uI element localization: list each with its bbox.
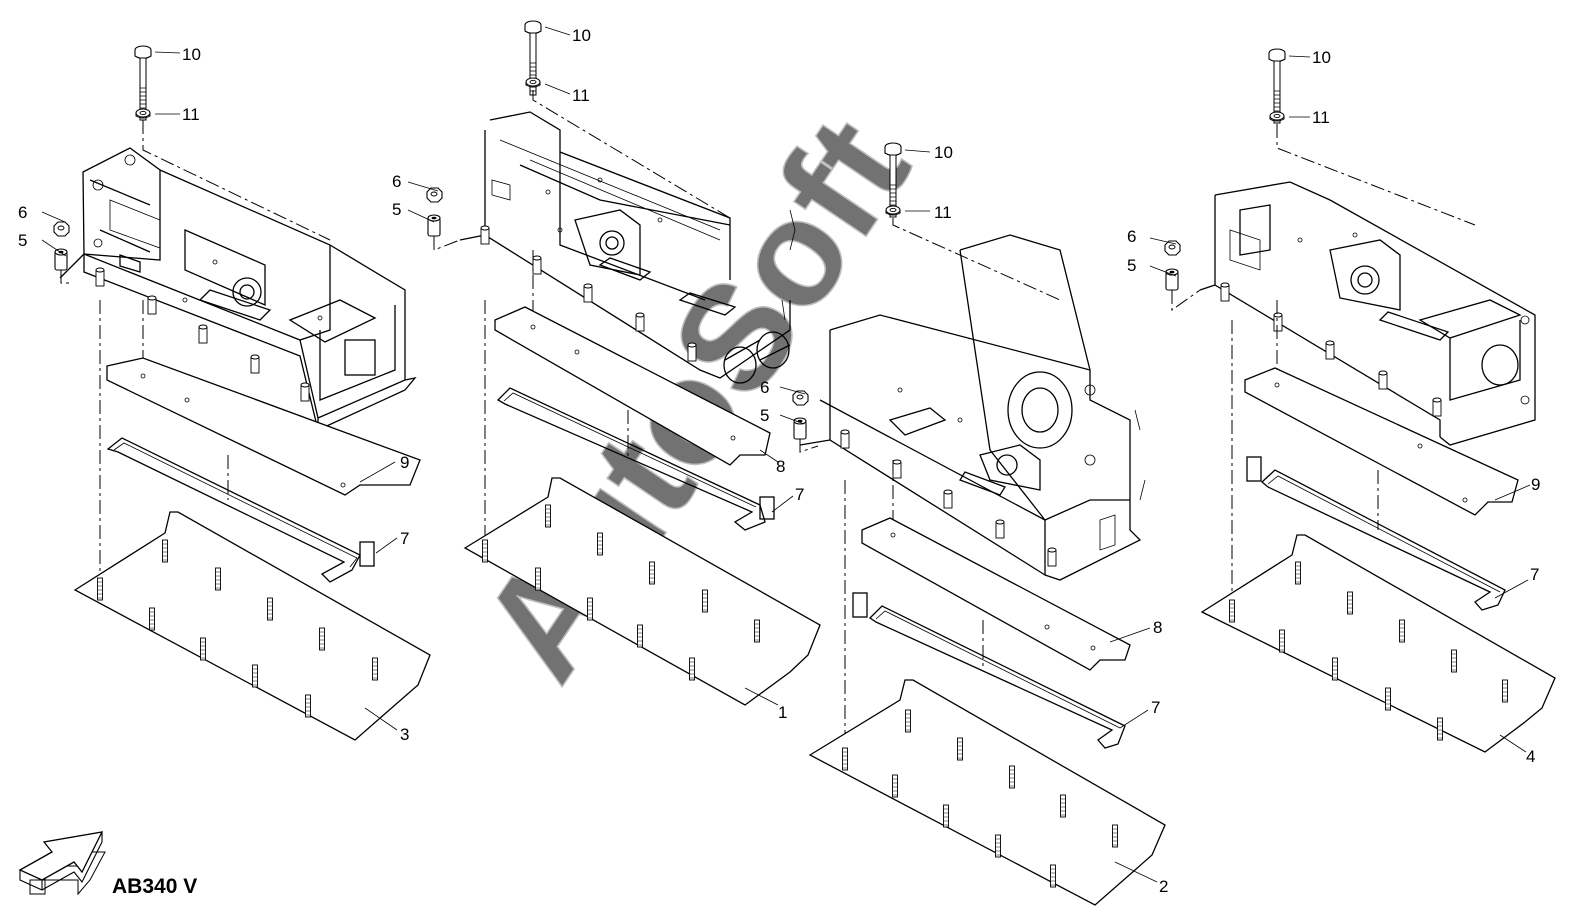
callout-10: 10 [572,26,591,45]
tamper-plate-3 [73,511,431,741]
washer-icon [525,77,541,88]
gasket-8-right [861,517,1131,671]
assembly-right-plate-4: 10 11 6 5 9 7 4 [1127,48,1556,766]
nut-icon [53,221,70,237]
model-label: AB340 V [112,875,197,898]
callout-8: 8 [776,457,785,476]
vibrator-frame-large [799,234,1146,581]
callout-7: 7 [1151,698,1160,717]
callout-2: 2 [1159,877,1168,896]
tamper-plate-4 [1200,534,1556,753]
callout-10: 10 [934,143,953,162]
gasket-8-center [494,306,771,466]
washer-icon [135,108,151,119]
callout-10: 10 [182,45,201,64]
tamper-plate-2 [808,679,1166,906]
callout-4: 4 [1526,747,1535,766]
callout-11: 11 [182,105,200,124]
assembly-center-plate-2: 10 11 6 5 8 7 2 [760,142,1168,906]
callout-5: 5 [18,231,27,250]
heating-element-right [868,605,1126,749]
callout-6: 6 [392,172,401,191]
gasket-9-right [1244,367,1519,516]
callout-10: 10 [1312,48,1331,67]
callout-1: 1 [778,703,787,722]
callout-7: 7 [400,529,409,548]
assembly-left-plate-3: 10 11 6 5 9 7 3 [18,45,431,744]
vibrator-frame-center [459,111,796,384]
callout-11: 11 [934,203,952,222]
callout-7: 7 [795,485,804,504]
callout-11: 11 [572,86,590,105]
spacer-icon [1165,268,1179,291]
heating-element-center [496,387,766,531]
heating-element-left [106,437,361,583]
washer-icon [1269,111,1285,122]
callout-9: 9 [1531,475,1540,494]
vibrator-frame-right [1199,181,1536,446]
spacer-icon [427,214,441,237]
callout-9: 9 [400,453,409,472]
direction-arrow-icon [18,831,106,896]
callout-6: 6 [760,378,769,397]
vibrator-frame-left [59,147,417,431]
callout-5: 5 [1127,256,1136,275]
callout-7: 7 [1530,565,1539,584]
callout-6: 6 [18,203,27,222]
callout-3: 3 [400,725,409,744]
callout-5: 5 [760,406,769,425]
gasket-9-left [106,357,421,496]
washer-icon [885,205,901,216]
callout-8: 8 [1153,618,1162,637]
spacer-icon [54,248,68,271]
callout-5: 5 [392,200,401,219]
tamper-plate-1 [463,477,821,706]
callout-11: 11 [1312,108,1330,127]
callout-6: 6 [1127,227,1136,246]
heating-element-far-right [1261,469,1506,611]
assembly-center-plate-1: 10 11 6 5 8 7 1 [392,20,821,722]
